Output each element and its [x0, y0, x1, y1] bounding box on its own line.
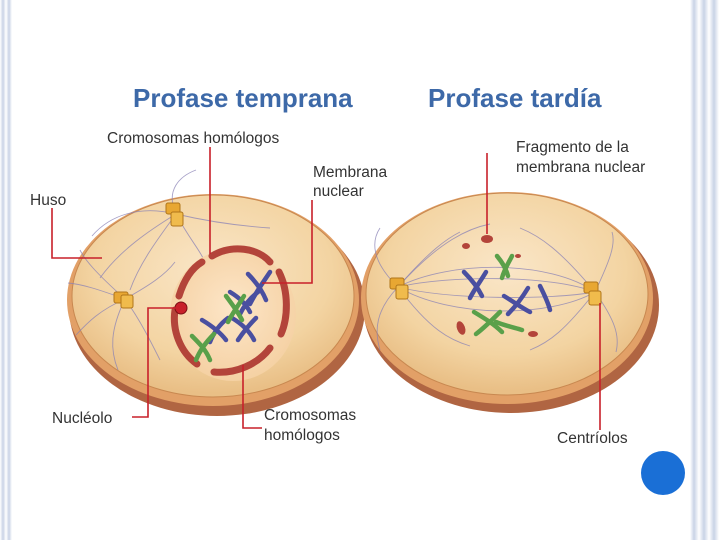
label-membrane-fragment-line2: membrana nuclear	[516, 159, 645, 176]
label-homologous-chromosomes-bottom-line1: Cromosomas	[264, 407, 356, 424]
label-centrioles: Centríolos	[557, 430, 628, 447]
centriole-late-left	[389, 277, 409, 300]
chromosomes-late	[461, 253, 553, 337]
slide-navigation-dot	[641, 451, 685, 495]
label-nuclear-membrane-line1: Membrana	[313, 164, 387, 181]
slide-right-border	[690, 0, 720, 540]
chromosomes-early	[189, 269, 273, 363]
centriole-late-right	[583, 281, 602, 306]
label-nuclear-membrane-line2: nuclear	[313, 183, 364, 200]
label-spindle: Huso	[30, 192, 66, 209]
label-membrane-fragment-line1: Fragmento de la	[516, 139, 629, 156]
cell-early-prophase	[67, 169, 365, 416]
title-late-prophase: Profase tardía	[428, 83, 602, 113]
nuclear-membrane-fragments	[456, 235, 538, 337]
centriole-early-top	[165, 202, 184, 227]
label-homologous-chromosomes-top: Cromosomas homólogos	[107, 130, 280, 147]
leader-lines	[51, 147, 601, 430]
slide-left-border	[0, 0, 13, 540]
title-early-prophase: Profase temprana	[133, 83, 353, 113]
cell-late-prophase	[361, 192, 659, 413]
nucleolus	[174, 301, 188, 315]
spindle-fibers-late	[374, 223, 618, 353]
centriole-early-left	[113, 291, 134, 309]
label-homologous-chromosomes-bottom-line2: homólogos	[264, 427, 340, 444]
label-nucleolus: Nucléolo	[52, 410, 112, 427]
